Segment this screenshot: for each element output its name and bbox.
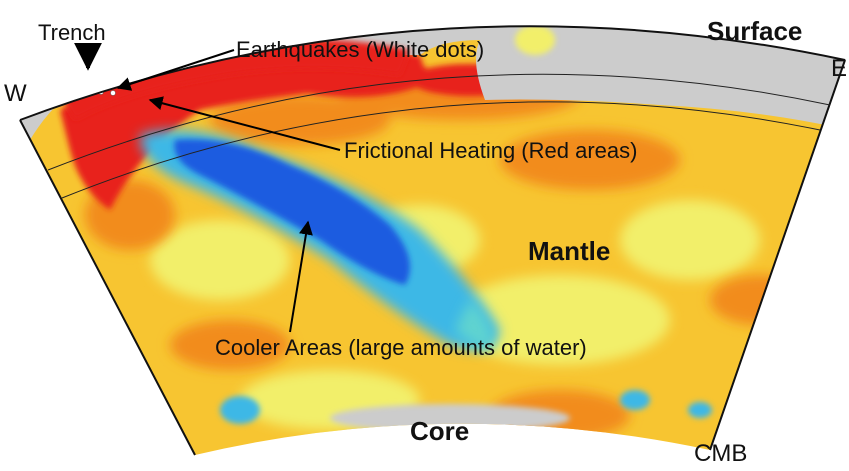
cooler-areas-arrow [289, 220, 313, 333]
surface-label: Surface [707, 16, 802, 46]
core-label: Core [410, 416, 469, 446]
cmb-label: CMB [694, 440, 747, 467]
earthquakes-arrow [116, 49, 235, 91]
west-label: W [4, 80, 27, 107]
near-surface-red [60, 38, 410, 120]
frictional-heating-label: Frictional Heating (Red areas) [344, 138, 637, 163]
internal-boundary-lines [47, 73, 831, 199]
east-label: E [831, 55, 847, 82]
cooler-areas-slab [140, 130, 500, 350]
trench-label: Trench [38, 20, 106, 45]
frictional-heating-arrow [148, 96, 341, 151]
earthquakes-label: Earthquakes (White dots) [236, 37, 484, 62]
cooler-areas-label: Cooler Areas (large amounts of water) [215, 335, 587, 360]
surface-yellow-spot [515, 26, 555, 55]
mantle-label: Mantle [528, 236, 610, 266]
cool-patches [220, 390, 712, 424]
